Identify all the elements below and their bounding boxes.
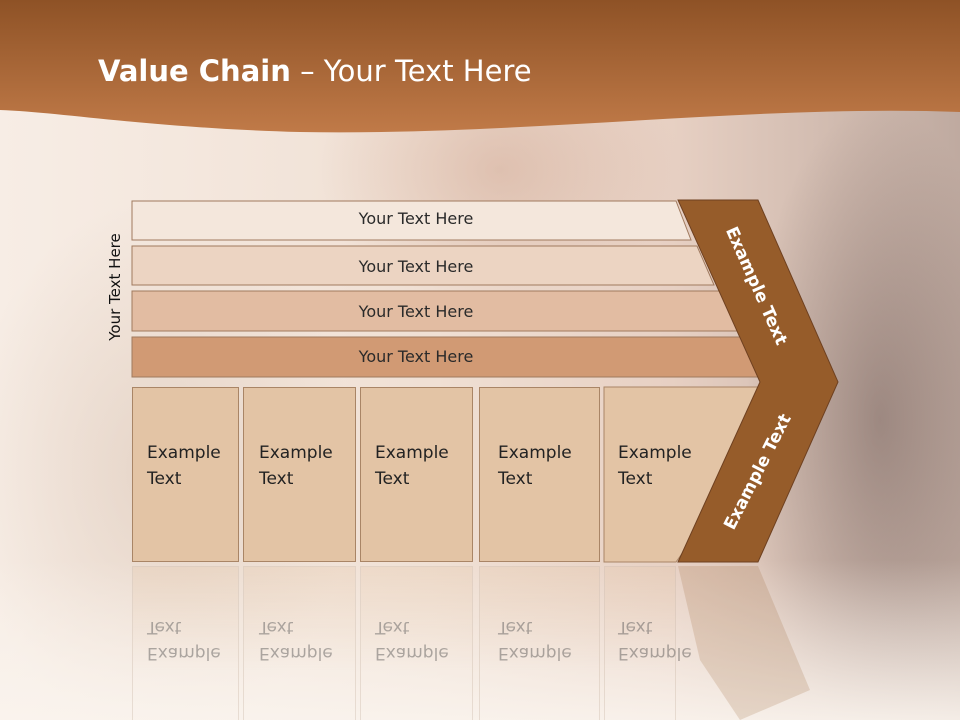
diagram-reflection: Example Text Example Text Example Text Exam… (0, 566, 960, 720)
reflection-text-1-line2: Text (147, 617, 182, 637)
reflection-text-4-line2: Text (498, 617, 533, 637)
reflection-text-5-line2: Text (618, 617, 653, 637)
reflection-text-5-line1: Example (618, 643, 692, 663)
activity-text-5-line2: Text (618, 469, 653, 489)
activity-box-4 (479, 387, 600, 562)
activity-text-2-line1: Example (259, 443, 333, 463)
bar-2 (131, 245, 715, 286)
header-banner (0, 0, 960, 133)
reflection-text-1-line1: Example (147, 643, 221, 663)
slide-title: Value Chain – Your Text Here (98, 54, 532, 88)
title-bold: Value Chain (98, 54, 291, 88)
reflection-box-2 (243, 566, 356, 720)
bar-label-4: Your Text Here (358, 347, 474, 366)
reflection-box-4 (479, 566, 600, 720)
background-fade (0, 560, 960, 720)
reflection-text-3: Example Text (375, 614, 475, 666)
bar-label-1: Your Text Here (358, 209, 474, 228)
activity-text-2-line2: Text (259, 469, 294, 489)
reflection-text-2-line1: Example (259, 643, 333, 663)
chevron-arrow (677, 199, 839, 563)
activity-text-3-line2: Text (375, 469, 410, 489)
reflection-box-3 (360, 566, 473, 720)
activity-text-4-line2: Text (498, 469, 533, 489)
chevron-reflection (678, 566, 810, 720)
activity-box-1 (132, 387, 239, 562)
reflection-text-3-line2: Text (375, 617, 410, 637)
reflection-text-4-line1: Example (498, 643, 572, 663)
activity-box-2 (243, 387, 356, 562)
bar-label-3: Your Text Here (358, 302, 474, 321)
reflection-text-5: Example Text (618, 614, 718, 666)
reflection-text-3-line1: Example (375, 643, 449, 663)
activity-text-4-line1: Example (498, 443, 572, 463)
activity-text-3-line1: Example (375, 443, 449, 463)
title-rest: – Your Text Here (290, 54, 532, 88)
reflection-box-1 (132, 566, 239, 720)
reflection-text-4: Example Text (498, 614, 598, 666)
bar-label-2: Your Text Here (358, 257, 474, 276)
activity-text-1-line2: Text (147, 469, 182, 489)
reflection-text-2-line2: Text (259, 617, 294, 637)
reflection-box-5 (604, 566, 676, 720)
activity-text-5-line1: Example (618, 443, 692, 463)
reflection-text-2: Example Text (259, 614, 359, 666)
activity-text-1-line1: Example (147, 443, 221, 463)
reflection-text-1: Example Text (147, 614, 247, 666)
bar-1 (131, 200, 692, 241)
activity-box-3 (360, 387, 473, 562)
